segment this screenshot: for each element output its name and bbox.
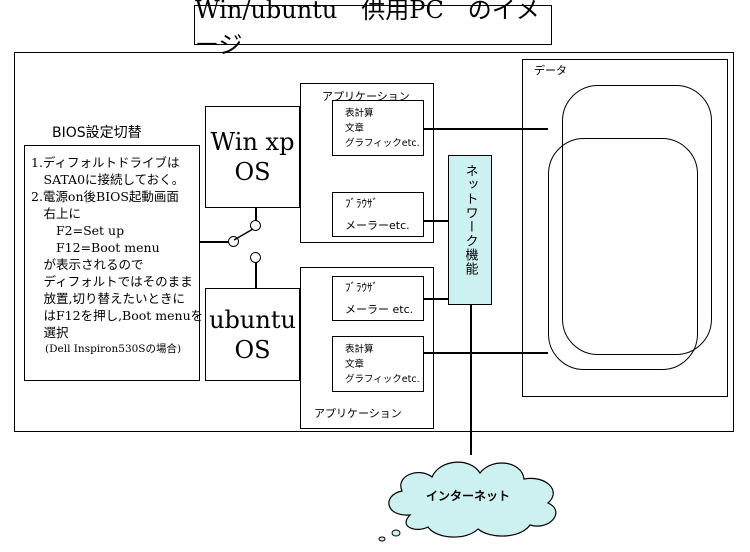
office-to-data-line — [424, 128, 548, 130]
title-text: Win/ubuntu 供用PC のイメージ — [195, 0, 540, 59]
ubuntu-browser-line: メーラー etc. — [345, 302, 414, 316]
network-internet-line — [470, 305, 472, 455]
ubuntu-browser-line: ﾌﾞﾗｳｻﾞ — [345, 280, 378, 294]
win-os-box: Win xp OS — [205, 106, 300, 208]
win-office-box: 表計算 文章 グラフィックetc. — [332, 100, 424, 156]
switch-contact — [250, 252, 261, 263]
bios-line: SATA0に接続しておく。 — [31, 172, 185, 187]
ubuntu-os-name: ubuntu — [209, 305, 296, 334]
bios-line: F2=Set up — [31, 223, 125, 238]
data-label: データ — [534, 64, 567, 77]
pc-frame — [14, 52, 734, 432]
win-browser-line: メーラーetc. — [345, 218, 410, 232]
win-browser-line: ﾌﾞﾗｳｻﾞ — [345, 196, 378, 210]
ubuntu-browser-box: ﾌﾞﾗｳｻﾞ メーラー etc. — [332, 276, 424, 321]
win-app-container — [300, 83, 434, 243]
switch-wire — [255, 260, 257, 288]
internet-label: インターネット — [426, 489, 511, 503]
ubuntu-office-line: 表計算 — [345, 343, 374, 355]
data-disk-2 — [548, 138, 698, 370]
ubuntu-os-suffix: OS — [234, 335, 271, 364]
win-browser-network-line — [424, 220, 448, 222]
ubuntu-app-container — [300, 267, 434, 429]
win-office-line: 表計算 — [345, 107, 374, 119]
network-label: ネットワーク機能 — [462, 164, 478, 276]
switch-contact — [250, 220, 261, 231]
win-office-line: 文章 — [345, 122, 365, 134]
win-os-name: Win xp — [210, 128, 295, 156]
win-office-line: グラフィックetc. — [345, 137, 420, 149]
ubuntu-app-label: アプリケーション — [314, 407, 402, 420]
bios-instructions: 1.ディフォルトドライブは SATA0に接続しておく。 2.電源on後BIOS起… — [24, 145, 204, 381]
ubuntu-office-line: 文章 — [345, 358, 365, 370]
win-app-label: アプリケーション — [322, 90, 410, 103]
bios-line: はF12を押し,Boot menuを — [31, 308, 204, 323]
bios-note: (Dell Inspiron530Sの場合) — [45, 343, 182, 355]
bios-line: 右上に — [31, 206, 82, 221]
internet-cloud-icon — [378, 461, 557, 542]
win-os-suffix: OS — [234, 158, 271, 186]
ubuntu-browser-network-line — [424, 298, 448, 300]
bios-line: 1.ディフォルトドライブは — [31, 155, 180, 170]
bios-heading: BIOS設定切替 — [52, 125, 142, 141]
ubuntu-os-box: ubuntu OS — [205, 288, 300, 381]
bios-line: が表示されるので — [31, 257, 144, 272]
switch-wire — [255, 208, 257, 223]
bios-line: 放置,切り替えたいときに — [31, 291, 185, 306]
ubuntu-office-line: グラフィックetc. — [345, 373, 420, 385]
switch-pivot — [228, 236, 239, 247]
switch-wire — [200, 241, 232, 243]
data-area — [522, 59, 728, 397]
bios-line: ディフォルトではそのまま — [31, 274, 193, 289]
ubuntu-office-box: 表計算 文章 グラフィックetc. — [332, 336, 424, 392]
bios-line: 選択 — [31, 325, 69, 340]
win-browser-box: ﾌﾞﾗｳｻﾞ メーラーetc. — [332, 192, 424, 237]
bios-line: F12=Boot menu — [31, 240, 160, 255]
page-title: Win/ubuntu 供用PC のイメージ — [194, 0, 552, 59]
switch-lever — [233, 228, 254, 241]
ubuntu-office-data-line — [424, 352, 548, 354]
bios-line: 2.電源on後BIOS起動画面 — [31, 189, 179, 204]
network-box: ネットワーク機能 — [448, 155, 492, 305]
data-disk-1 — [562, 85, 712, 355]
